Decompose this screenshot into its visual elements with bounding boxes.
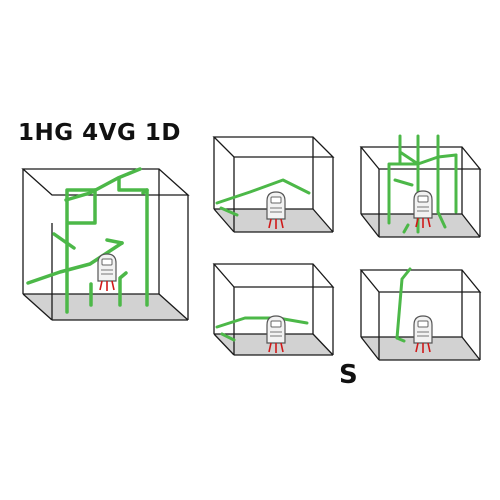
main-cube-laser-lines [26,167,149,314]
laser-device-icon [266,315,286,354]
cube-small-top-middle [212,136,335,233]
cube-small-bottom-middle [212,263,335,356]
model-title: 1HG 4VG 1D [18,120,181,146]
laser-device-icon [266,191,286,230]
cube-small-bottom-right [359,267,482,361]
laser-device-icon [413,190,433,229]
cube-small-top-right [359,134,482,238]
laser-device-icon [97,253,117,292]
mode-s-label: S [339,360,358,390]
laser-device-icon [413,315,433,354]
main-cube [21,167,190,321]
